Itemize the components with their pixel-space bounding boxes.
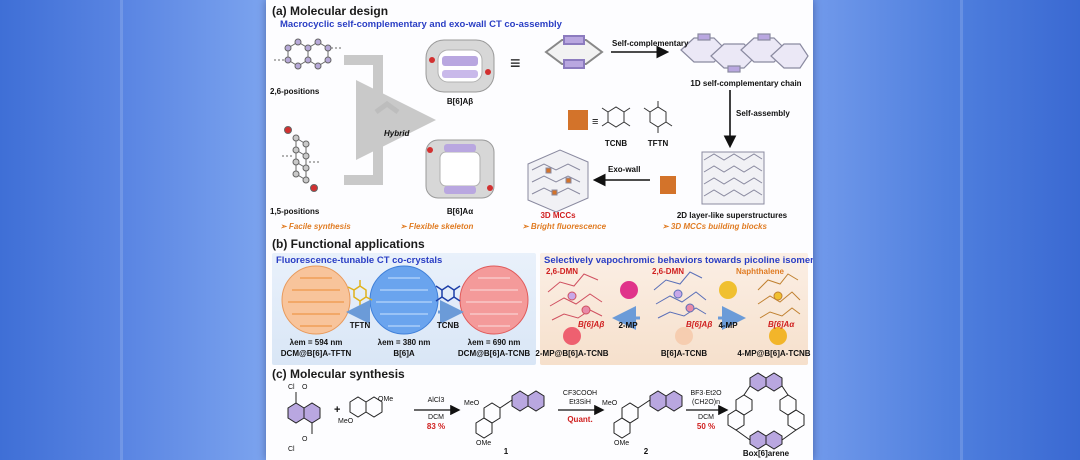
guest-cube [568, 110, 588, 130]
reactant-acid-chloride [287, 392, 321, 434]
b6a-alpha-model [425, 139, 495, 199]
reagent-bf3: BF3·Et2O [690, 390, 722, 397]
exo-wall-cube [660, 176, 676, 194]
reagent-cf3cooh: CF3COOH [562, 390, 598, 397]
label-4mp: 4-MP [718, 321, 738, 330]
label-exo-wall: Exo-wall [608, 165, 641, 174]
label-dcm-tftn: DCM@B[6]A-TFTN [280, 349, 352, 358]
feature-facile-synthesis: ➢ Facile synthesis [280, 222, 351, 231]
yield-83: 83 % [426, 422, 446, 431]
reagent-ch2o: (CH2O)n [691, 399, 721, 406]
label-ome-reactant: OMe [378, 396, 394, 403]
naphthalene-26-structure [274, 38, 342, 70]
solvent-dcm-3: DCM [698, 414, 714, 421]
equivalence-symbol: ≡ [510, 53, 521, 73]
reagent-alcl3: AlCl3 [427, 397, 445, 404]
label-b6a-alpha: B[6]Aα [446, 207, 474, 216]
tftn-structure [643, 101, 673, 133]
label-ome-2: OMe [614, 440, 630, 447]
figure-panel: (a) Molecular design Macrocyclic self-co… [266, 0, 813, 460]
label-meo-reactant: MeO [338, 418, 354, 425]
section-a-subtitle: Macrocyclic self-complementary and exo-w… [280, 19, 562, 30]
fluorescence-subtitle: Fluorescence-tunable CT co-crystals [276, 255, 443, 266]
label-15-positions: 1,5-positions [270, 207, 320, 216]
tcnb-structure [601, 106, 631, 128]
label-tcnb-b: TCNB [436, 321, 460, 330]
label-b6a-beta: B[6]Aβ [446, 97, 474, 106]
label-2mp: 2-MP [618, 321, 638, 330]
label-hybrid: Hybrid [384, 129, 410, 138]
label-26-dmn-2: 2,6-DMN [652, 267, 685, 276]
svg-text:≡: ≡ [592, 116, 598, 128]
label-1d-chain: 1D self-complementary chain [690, 79, 802, 88]
label-em-690: λem = 690 nm [467, 338, 521, 347]
feature-3d-mccs-building-blocks: ➢ 3D MCCs building blocks [662, 222, 767, 231]
section-a-title: (a) Molecular design [272, 4, 389, 18]
label-tftn: TFTN [647, 139, 669, 148]
label-o-top: O [302, 384, 308, 391]
compound-2-label: 2 [643, 447, 649, 456]
compound-1-structure [475, 390, 545, 439]
label-em-594: λem = 594 nm [289, 338, 343, 347]
box6arene-structure [727, 372, 805, 450]
layer-2d-model [701, 151, 765, 205]
feature-bright-fluorescence: ➢ Bright fluorescence [522, 222, 607, 231]
label-3d-mccs: 3D MCCs [540, 211, 576, 220]
hybrid-chevron [374, 100, 400, 115]
background-stripe [120, 0, 123, 460]
label-meo-2: MeO [602, 400, 618, 407]
label-self-complementary: Self-complementary [612, 39, 689, 48]
naphthalene-15-structure [282, 126, 320, 192]
label-b6a: B[6]A [393, 349, 415, 358]
label-self-assembly: Self-assembly [736, 109, 790, 118]
label-26-positions: 2,6-positions [270, 87, 320, 96]
schematic-macrocycle [544, 35, 604, 69]
label-2d-layer: 2D layer-like superstructures [676, 211, 788, 220]
label-cl-top: Cl [288, 384, 295, 391]
caption-4mp-b6a-tcnb: 4-MP@B[6]A-TCNB [737, 349, 811, 358]
label-em-380: λem = 380 nm [377, 338, 431, 347]
background-stripe [960, 0, 963, 460]
hybrid-bracket [344, 55, 436, 185]
plus-sign: + [334, 404, 341, 416]
yield-quant: Quant. [567, 415, 593, 424]
mccs-3d-model [527, 149, 589, 213]
label-cl-bottom: Cl [288, 446, 295, 453]
feature-flexible-skeleton: ➢ Flexible skeleton [400, 222, 474, 231]
yield-50: 50 % [696, 422, 716, 431]
label-b6aa: B[6]Aα [768, 320, 795, 329]
chain-1d-model [680, 33, 809, 73]
label-b6ab-2: B[6]Aβ [686, 320, 713, 329]
label-tftn-b: TFTN [349, 321, 371, 330]
b6a-beta-model [425, 39, 495, 93]
product-box6arene: Box[6]arene [742, 449, 790, 458]
section-b-title: (b) Functional applications [272, 237, 425, 251]
label-b6ab-1: B[6]Aβ [578, 320, 605, 329]
label-dcm-tcnb: DCM@B[6]A-TCNB [457, 349, 531, 358]
label-meo-1: MeO [464, 400, 480, 407]
solvent-dcm-1: DCM [428, 414, 444, 421]
compound-2-structure [613, 390, 683, 439]
compound-1-label: 1 [503, 447, 509, 456]
label-tcnb: TCNB [604, 139, 628, 148]
section-c-title: (c) Molecular synthesis [272, 367, 405, 381]
vapochromic-subtitle: Selectively vapochromic behaviors toward… [544, 255, 813, 266]
label-naphthalene: Naphthalene [736, 267, 785, 276]
label-o-bottom: O [302, 436, 308, 443]
label-ome-1: OMe [476, 440, 492, 447]
caption-b6a-tcnb: B[6]A-TCNB [660, 349, 708, 358]
reagent-et3sih: Et3SiH [569, 399, 591, 406]
reactant-dimethoxynaphthalene [349, 396, 383, 418]
caption-2mp-b6a-tcnb: 2-MP@B[6]A-TCNB [535, 349, 609, 358]
label-26-dmn-1: 2,6-DMN [546, 267, 579, 276]
